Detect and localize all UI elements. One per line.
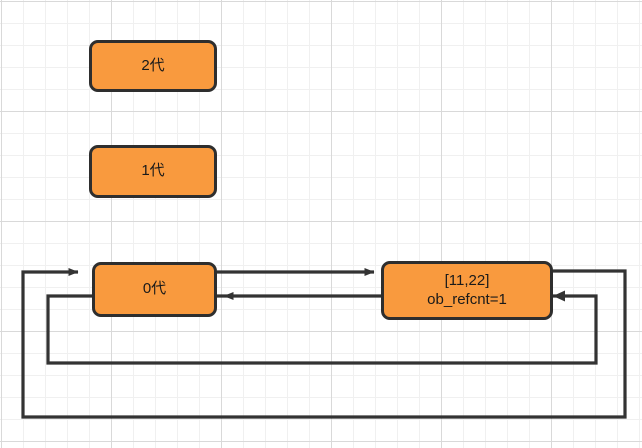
edge-obj-inner-loop-to-gen0 [46,294,598,365]
node-gen0-label: 0代 [142,280,167,298]
node-gen0[interactable]: 0代 [92,262,217,317]
node-gen2-label: 2代 [141,56,165,74]
node-gen1[interactable]: 1代 [89,145,217,198]
node-object[interactable]: [11,22] ob_refcnt=1 [381,261,553,320]
arrowhead-into-obj-icon [553,290,565,302]
node-object-label-line2: ob_refcnt=1 [427,290,507,308]
node-object-label-line1: [11,22] [444,271,490,289]
node-gen2[interactable]: 2代 [89,40,217,92]
edge-obj-outer-loop-to-gen0 [21,268,627,419]
node-gen1-label: 1代 [141,162,165,180]
